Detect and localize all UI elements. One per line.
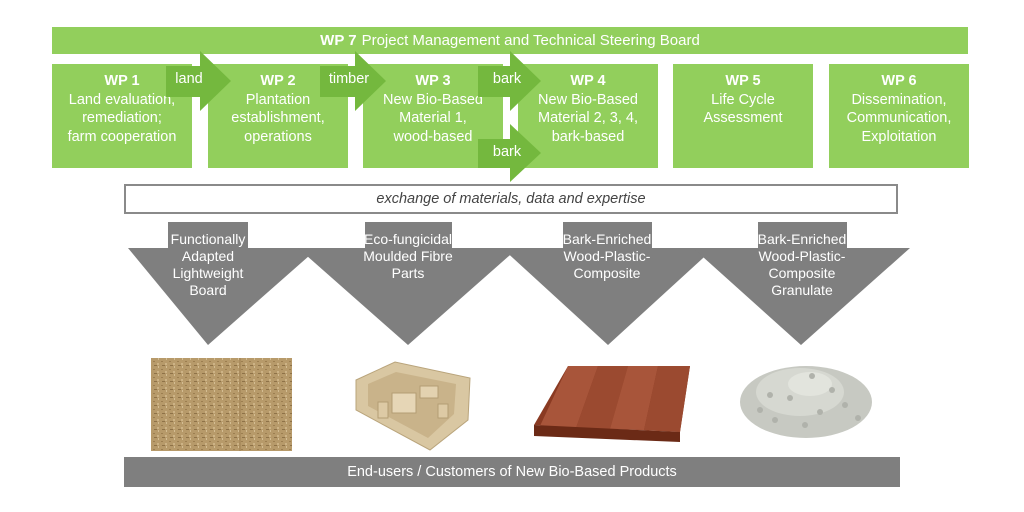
granulate-image: [740, 366, 872, 438]
wp1-id: WP 1: [104, 73, 140, 89]
product-label-wpc: Bark-Enriched Wood-Plastic- Composite: [562, 231, 652, 281]
exchange-bar: exchange of materials, data and expertis…: [124, 184, 898, 214]
product-arrow-granulate: [693, 222, 910, 345]
flow-arrow-timber: [320, 51, 386, 111]
product-arrow-wpc: [502, 222, 714, 345]
wp3-description: New Bio-Based Material 1, wood-based: [383, 91, 483, 145]
wp1-description: Land evaluation, remediation; farm coope…: [67, 91, 177, 145]
end-users-bar: End-users / Customers of New Bio-Based P…: [124, 457, 900, 487]
flow-arrow-bark-upper: [478, 51, 541, 111]
wp4-box: WP 4 New Bio-Based Material 2, 3, 4, bar…: [518, 64, 658, 168]
end-users-text: End-users / Customers of New Bio-Based P…: [347, 464, 677, 480]
flow-label-timber: timber: [328, 71, 370, 87]
product-label-moulded-parts: Eco-fungicidal Moulded Fibre Parts: [363, 231, 453, 281]
fibreboard-image: [151, 358, 292, 451]
wp6-description: Dissemination, Communication, Exploitati…: [846, 91, 952, 145]
wp2-id: WP 2: [260, 73, 296, 89]
exchange-text: exchange of materials, data and expertis…: [376, 191, 646, 207]
product-arrow-moulded-parts: [298, 222, 518, 345]
wp3-id: WP 3: [415, 73, 451, 89]
wp5-id: WP 5: [725, 73, 761, 89]
flow-arrow-bark-lower: [478, 124, 541, 182]
wp5-box: WP 5 Life Cycle Assessment: [673, 64, 813, 168]
wp2-description: Plantation establishment, operations: [231, 91, 325, 145]
product-label-board: Functionally Adapted Lightweight Board: [170, 231, 246, 298]
wpc-tile-image: [534, 366, 690, 442]
product-label-granulate: Bark-Enriched Wood-Plastic- Composite Gr…: [757, 231, 847, 298]
wp4-id: WP 4: [570, 73, 606, 89]
flow-arrow-land: [166, 51, 231, 111]
flow-label-land: land: [175, 71, 203, 87]
wp6-box: WP 6 Dissemination, Communication, Explo…: [829, 64, 969, 168]
moulded-tray-image: [355, 361, 471, 451]
wp7-id: WP 7: [320, 32, 357, 49]
product-arrow-board: [128, 222, 318, 345]
wp4-description: New Bio-Based Material 2, 3, 4, bark-bas…: [538, 91, 638, 145]
flow-label-bark-lower: bark: [492, 144, 522, 160]
wp7-steering-board-bar: WP 7 Project Management and Technical St…: [52, 27, 968, 54]
wp7-title: Project Management and Technical Steerin…: [361, 32, 700, 49]
flow-label-bark-upper: bark: [492, 71, 522, 87]
wp6-id: WP 6: [881, 73, 917, 89]
wp5-description: Life Cycle Assessment: [703, 91, 783, 127]
